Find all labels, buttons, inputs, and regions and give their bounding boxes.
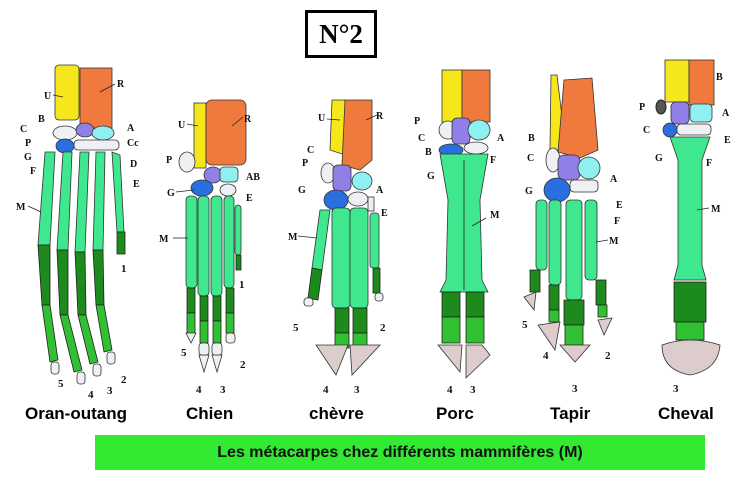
figure-number: N°2 — [305, 10, 377, 58]
oran-outang-hand: U R B C A P Cc G D F E M 1 5 4 3 2 — [16, 64, 140, 401]
digit-5: 5 — [293, 322, 299, 334]
digit-3: 3 — [470, 384, 476, 396]
label-A: A — [127, 123, 135, 134]
cheval-foot: B P A C E G F M 3 — [639, 59, 731, 395]
label-M: M — [609, 236, 619, 247]
label-G: G — [167, 188, 175, 199]
radius — [205, 99, 247, 166]
label-R: R — [117, 79, 125, 90]
radius — [557, 77, 599, 159]
label-R: R — [244, 114, 252, 125]
caption-banner: Les métacarpes chez différents mammifère… — [95, 435, 705, 470]
animal-name-chevre: chèvre — [309, 404, 364, 423]
label-B: B — [425, 147, 432, 158]
label-G: G — [655, 153, 663, 164]
label-A: A — [376, 185, 384, 196]
digit-2: 2 — [605, 350, 611, 362]
label-U: U — [44, 91, 51, 102]
digit-4: 4 — [323, 384, 329, 396]
label-G: G — [24, 152, 32, 163]
label-M: M — [711, 204, 721, 215]
ulna — [441, 69, 463, 123]
digit-1: 1 — [239, 279, 245, 291]
label-R: R — [376, 111, 384, 122]
label-A: A — [722, 108, 730, 119]
label-E: E — [246, 193, 253, 204]
label-U: U — [318, 113, 325, 124]
label-Cc: Cc — [127, 138, 139, 149]
digit-4: 4 — [88, 389, 94, 401]
digit-4: 4 — [543, 350, 549, 362]
digit-5: 5 — [58, 378, 64, 390]
radius — [341, 99, 373, 171]
label-M: M — [288, 232, 298, 243]
label-P: P — [414, 116, 420, 127]
label-C: C — [527, 153, 534, 164]
label-F: F — [490, 155, 496, 166]
label-C: C — [643, 125, 650, 136]
label-A: A — [497, 133, 505, 144]
label-E: E — [616, 200, 623, 211]
label-C: C — [418, 133, 425, 144]
label-A: A — [610, 174, 618, 185]
label-M: M — [16, 202, 26, 213]
ulna — [54, 64, 80, 121]
label-P: P — [302, 158, 308, 169]
ulna — [664, 59, 690, 103]
animal-name-chien: Chien — [186, 404, 234, 423]
label-F: F — [614, 216, 620, 227]
digit-4: 4 — [447, 384, 453, 396]
label-B: B — [38, 114, 45, 125]
label-G: G — [525, 186, 533, 197]
label-P: P — [639, 102, 645, 113]
digit-2: 2 — [121, 374, 127, 386]
label-M: M — [490, 210, 500, 221]
label-D: D — [130, 159, 137, 170]
porc-foot: P C B A G F M 4 3 — [414, 69, 505, 396]
chien-paw: U R P AB G E M 1 5 4 3 2 — [159, 99, 260, 396]
label-G: G — [427, 171, 435, 182]
label-M: M — [159, 234, 169, 245]
label-C: C — [20, 124, 27, 135]
digit-3: 3 — [572, 383, 578, 395]
label-E: E — [724, 135, 731, 146]
ulna — [193, 102, 207, 169]
digit-2: 2 — [240, 359, 246, 371]
radius — [79, 67, 113, 129]
tapir-foot: B C G A E F M 5 4 2 3 — [522, 74, 623, 395]
label-AB: AB — [246, 172, 260, 183]
digit-3: 3 — [107, 385, 113, 397]
animal-name-porc: Porc — [436, 404, 474, 423]
radius — [688, 59, 715, 106]
label-P: P — [166, 155, 172, 166]
label-B: B — [528, 133, 535, 144]
chevre-foot: U R C P G A E M 5 2 4 3 — [288, 99, 388, 396]
label-P: P — [25, 138, 31, 149]
digit-2: 2 — [380, 322, 386, 334]
animal-name-cheval: Cheval — [658, 404, 714, 423]
label-G: G — [298, 185, 306, 196]
label-C: C — [307, 145, 314, 156]
digit-4: 4 — [196, 384, 202, 396]
label-F: F — [30, 166, 36, 177]
label-B: B — [716, 72, 723, 83]
digit-3: 3 — [354, 384, 360, 396]
label-E: E — [133, 179, 140, 190]
label-F: F — [706, 158, 712, 169]
radius — [461, 69, 491, 123]
label-U: U — [178, 120, 185, 131]
label-E: E — [381, 208, 388, 219]
digit-3: 3 — [673, 383, 679, 395]
digit-5: 5 — [181, 347, 187, 359]
animal-name-tapir: Tapir — [550, 404, 591, 423]
digit-1: 1 — [121, 263, 127, 275]
animal-name-oran-outang: Oran-outang — [25, 404, 127, 423]
digit-3: 3 — [220, 384, 226, 396]
digit-5: 5 — [522, 319, 528, 331]
